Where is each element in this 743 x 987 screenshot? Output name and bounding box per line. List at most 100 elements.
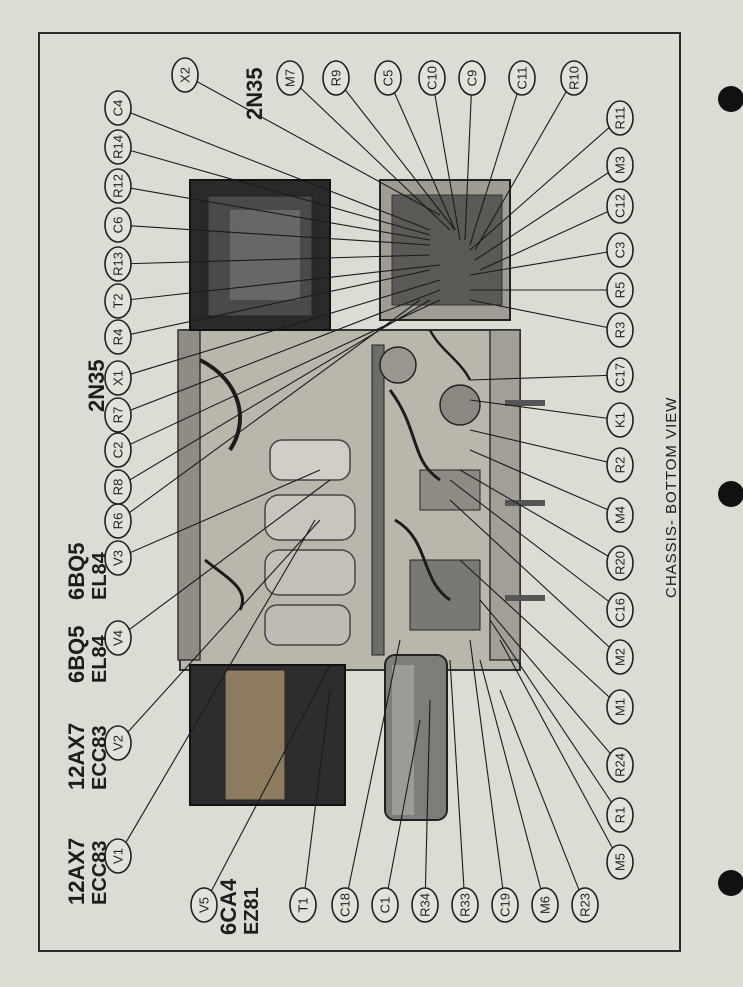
callout-label: R34 <box>418 893 433 917</box>
callout-label: R3 <box>613 322 628 339</box>
callout-label: K1 <box>613 412 628 428</box>
leader-t1 <box>302 689 331 906</box>
callout-ring <box>606 402 634 438</box>
callout-label: M7 <box>283 69 298 87</box>
leader-t2 <box>117 264 441 302</box>
tube-label-v4-eu: EL84 <box>89 634 111 683</box>
leader-r2 <box>469 429 621 466</box>
tube-label-v5-type: 6CA4 <box>216 878 241 935</box>
tube-label-v5-eu: EZ81 <box>241 887 263 935</box>
callout-r7: R7 <box>104 397 132 433</box>
leader-r12 <box>117 185 431 241</box>
callout-ring <box>374 60 402 96</box>
callout-ring <box>104 90 132 126</box>
callout-ring <box>491 887 519 923</box>
tube-label-v2-type: 12AX7 <box>64 723 89 790</box>
page-border <box>38 32 681 952</box>
callout-label: M6 <box>538 896 553 914</box>
callout-c1: C1 <box>371 887 399 923</box>
transistor-label-x1: 2N35 <box>84 359 109 412</box>
callout-x2: X2 <box>171 57 199 93</box>
callout-label: R7 <box>111 407 126 424</box>
leader-r13 <box>117 254 431 265</box>
leader-c11 <box>469 77 523 246</box>
callout-label: C4 <box>111 100 126 117</box>
tube-label-v2-eu: ECC83 <box>89 726 111 790</box>
leader-c2 <box>117 299 441 451</box>
callout-label: T2 <box>111 293 126 308</box>
callout-x1: X1 <box>104 360 132 396</box>
callout-ring <box>606 844 634 880</box>
leader-r14 <box>117 146 431 236</box>
callout-label: R11 <box>613 107 628 130</box>
callout-ring <box>104 397 132 433</box>
callout-label: C2 <box>111 442 126 459</box>
callout-label: V5 <box>197 897 212 913</box>
callout-c12: C12 <box>606 188 634 224</box>
callout-ring <box>104 838 132 874</box>
callout-label: M4 <box>613 506 628 524</box>
callout-c3: C3 <box>606 232 634 268</box>
leader-c3 <box>469 249 621 276</box>
leader-r8 <box>117 299 431 488</box>
callout-c19: C19 <box>491 887 519 923</box>
callout-ring <box>606 545 634 581</box>
callout-r6: R6 <box>104 503 132 539</box>
callout-label: R6 <box>111 513 126 530</box>
callout-m2: M2 <box>606 639 634 675</box>
callout-label: C18 <box>338 893 353 917</box>
callout-label: R13 <box>111 252 126 276</box>
callout-ring <box>104 620 132 656</box>
leader-c19 <box>469 639 506 906</box>
callout-label: R8 <box>111 479 126 496</box>
callout-ring <box>104 540 132 576</box>
callout-label: R10 <box>567 66 582 90</box>
callout-label: C16 <box>613 598 628 622</box>
callout-r8: R8 <box>104 469 132 505</box>
callout-ring <box>104 168 132 204</box>
leader-r33 <box>449 659 466 906</box>
callout-ring <box>606 357 634 393</box>
figure-caption: CHASSIS- BOTTOM VIEW <box>663 397 680 598</box>
chassis-photo <box>177 179 545 821</box>
leader-v1 <box>117 519 316 857</box>
callout-ring <box>104 725 132 761</box>
callout-r12: R12 <box>104 168 132 204</box>
callout-m4: M4 <box>606 497 634 533</box>
callout-ring <box>411 887 439 923</box>
callout-label: R23 <box>578 893 593 917</box>
callout-c4: C4 <box>104 90 132 126</box>
callout-ring <box>606 639 634 675</box>
callout-v1: V1 <box>104 838 132 874</box>
callout-r10: R10 <box>560 60 588 96</box>
callout-c16: C16 <box>606 592 634 628</box>
callout-label: R33 <box>458 893 473 917</box>
leader-r20 <box>459 469 621 564</box>
callout-ring <box>451 887 479 923</box>
callout-label: M3 <box>613 156 628 174</box>
leader-c5 <box>387 77 456 231</box>
tube-label-v1-type: 12AX7 <box>64 838 89 905</box>
binder-hole <box>718 481 743 507</box>
tube-labels: 12AX7 ECC83 12AX7 ECC83 6BQ5 EL84 6BQ5 E… <box>64 67 267 935</box>
callout-label: C3 <box>613 242 628 259</box>
callout-m6: M6 <box>531 887 559 923</box>
callout-ring <box>104 432 132 468</box>
callout-label: R9 <box>329 70 344 87</box>
leader-c9 <box>464 77 473 241</box>
callout-v2: V2 <box>104 725 132 761</box>
callout-r5: R5 <box>606 272 634 308</box>
callout-c5: C5 <box>374 60 402 96</box>
callout-ring <box>104 360 132 396</box>
leader-r6 <box>117 299 421 522</box>
leader-v4 <box>117 479 331 639</box>
callout-label: V4 <box>111 630 126 646</box>
leader-c4 <box>117 107 431 231</box>
callout-r9: R9 <box>322 60 350 96</box>
callout-ring <box>606 312 634 348</box>
callout-ring <box>606 592 634 628</box>
binder-hole <box>718 86 743 112</box>
callout-ring <box>606 447 634 483</box>
callout-ring <box>606 188 634 224</box>
